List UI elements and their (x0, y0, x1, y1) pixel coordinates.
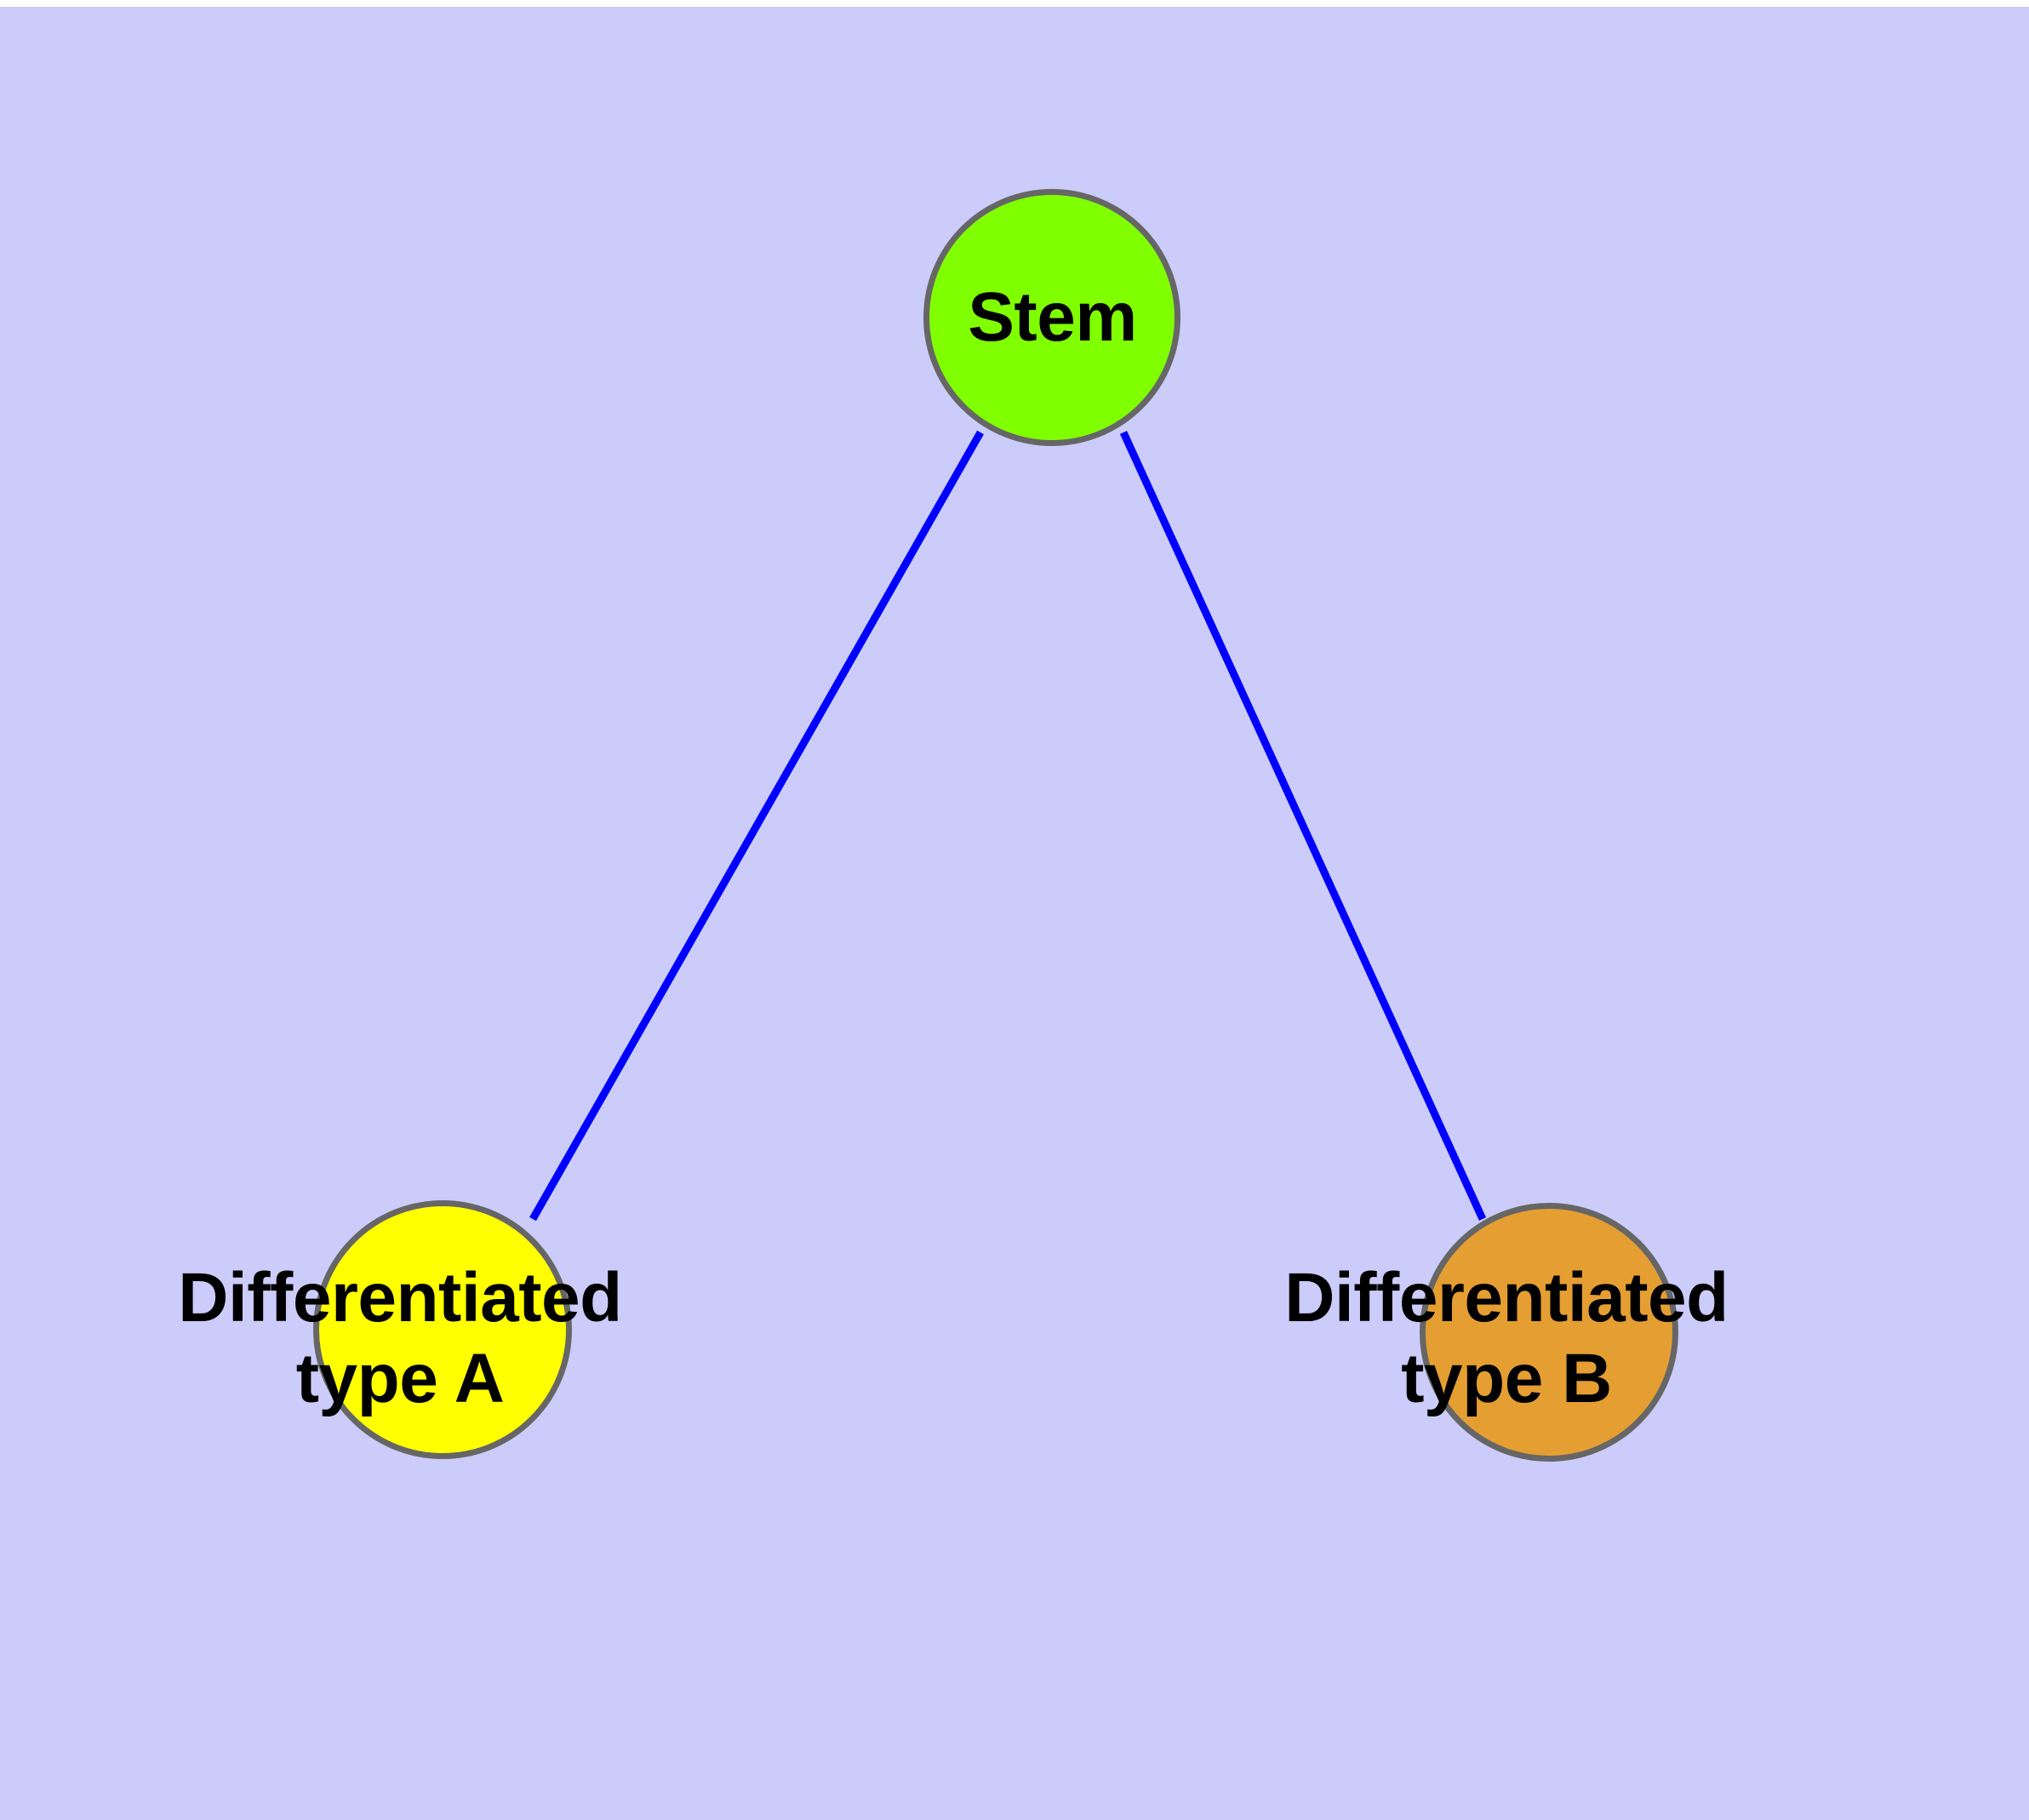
edge-stem-to-diff-b (1119, 431, 1487, 1221)
node-differentiated-type-a[interactable] (313, 1200, 572, 1459)
node-differentiated-type-b-label: Differentiated type B (1284, 1259, 1729, 1418)
node-stem-label: Stem (968, 278, 1137, 356)
node-differentiated-type-b[interactable] (1420, 1203, 1678, 1462)
edge-stem-to-diff-a (529, 430, 984, 1222)
node-stem[interactable] (923, 189, 1180, 446)
node-differentiated-type-a-label: Differentiated type A (178, 1259, 622, 1418)
